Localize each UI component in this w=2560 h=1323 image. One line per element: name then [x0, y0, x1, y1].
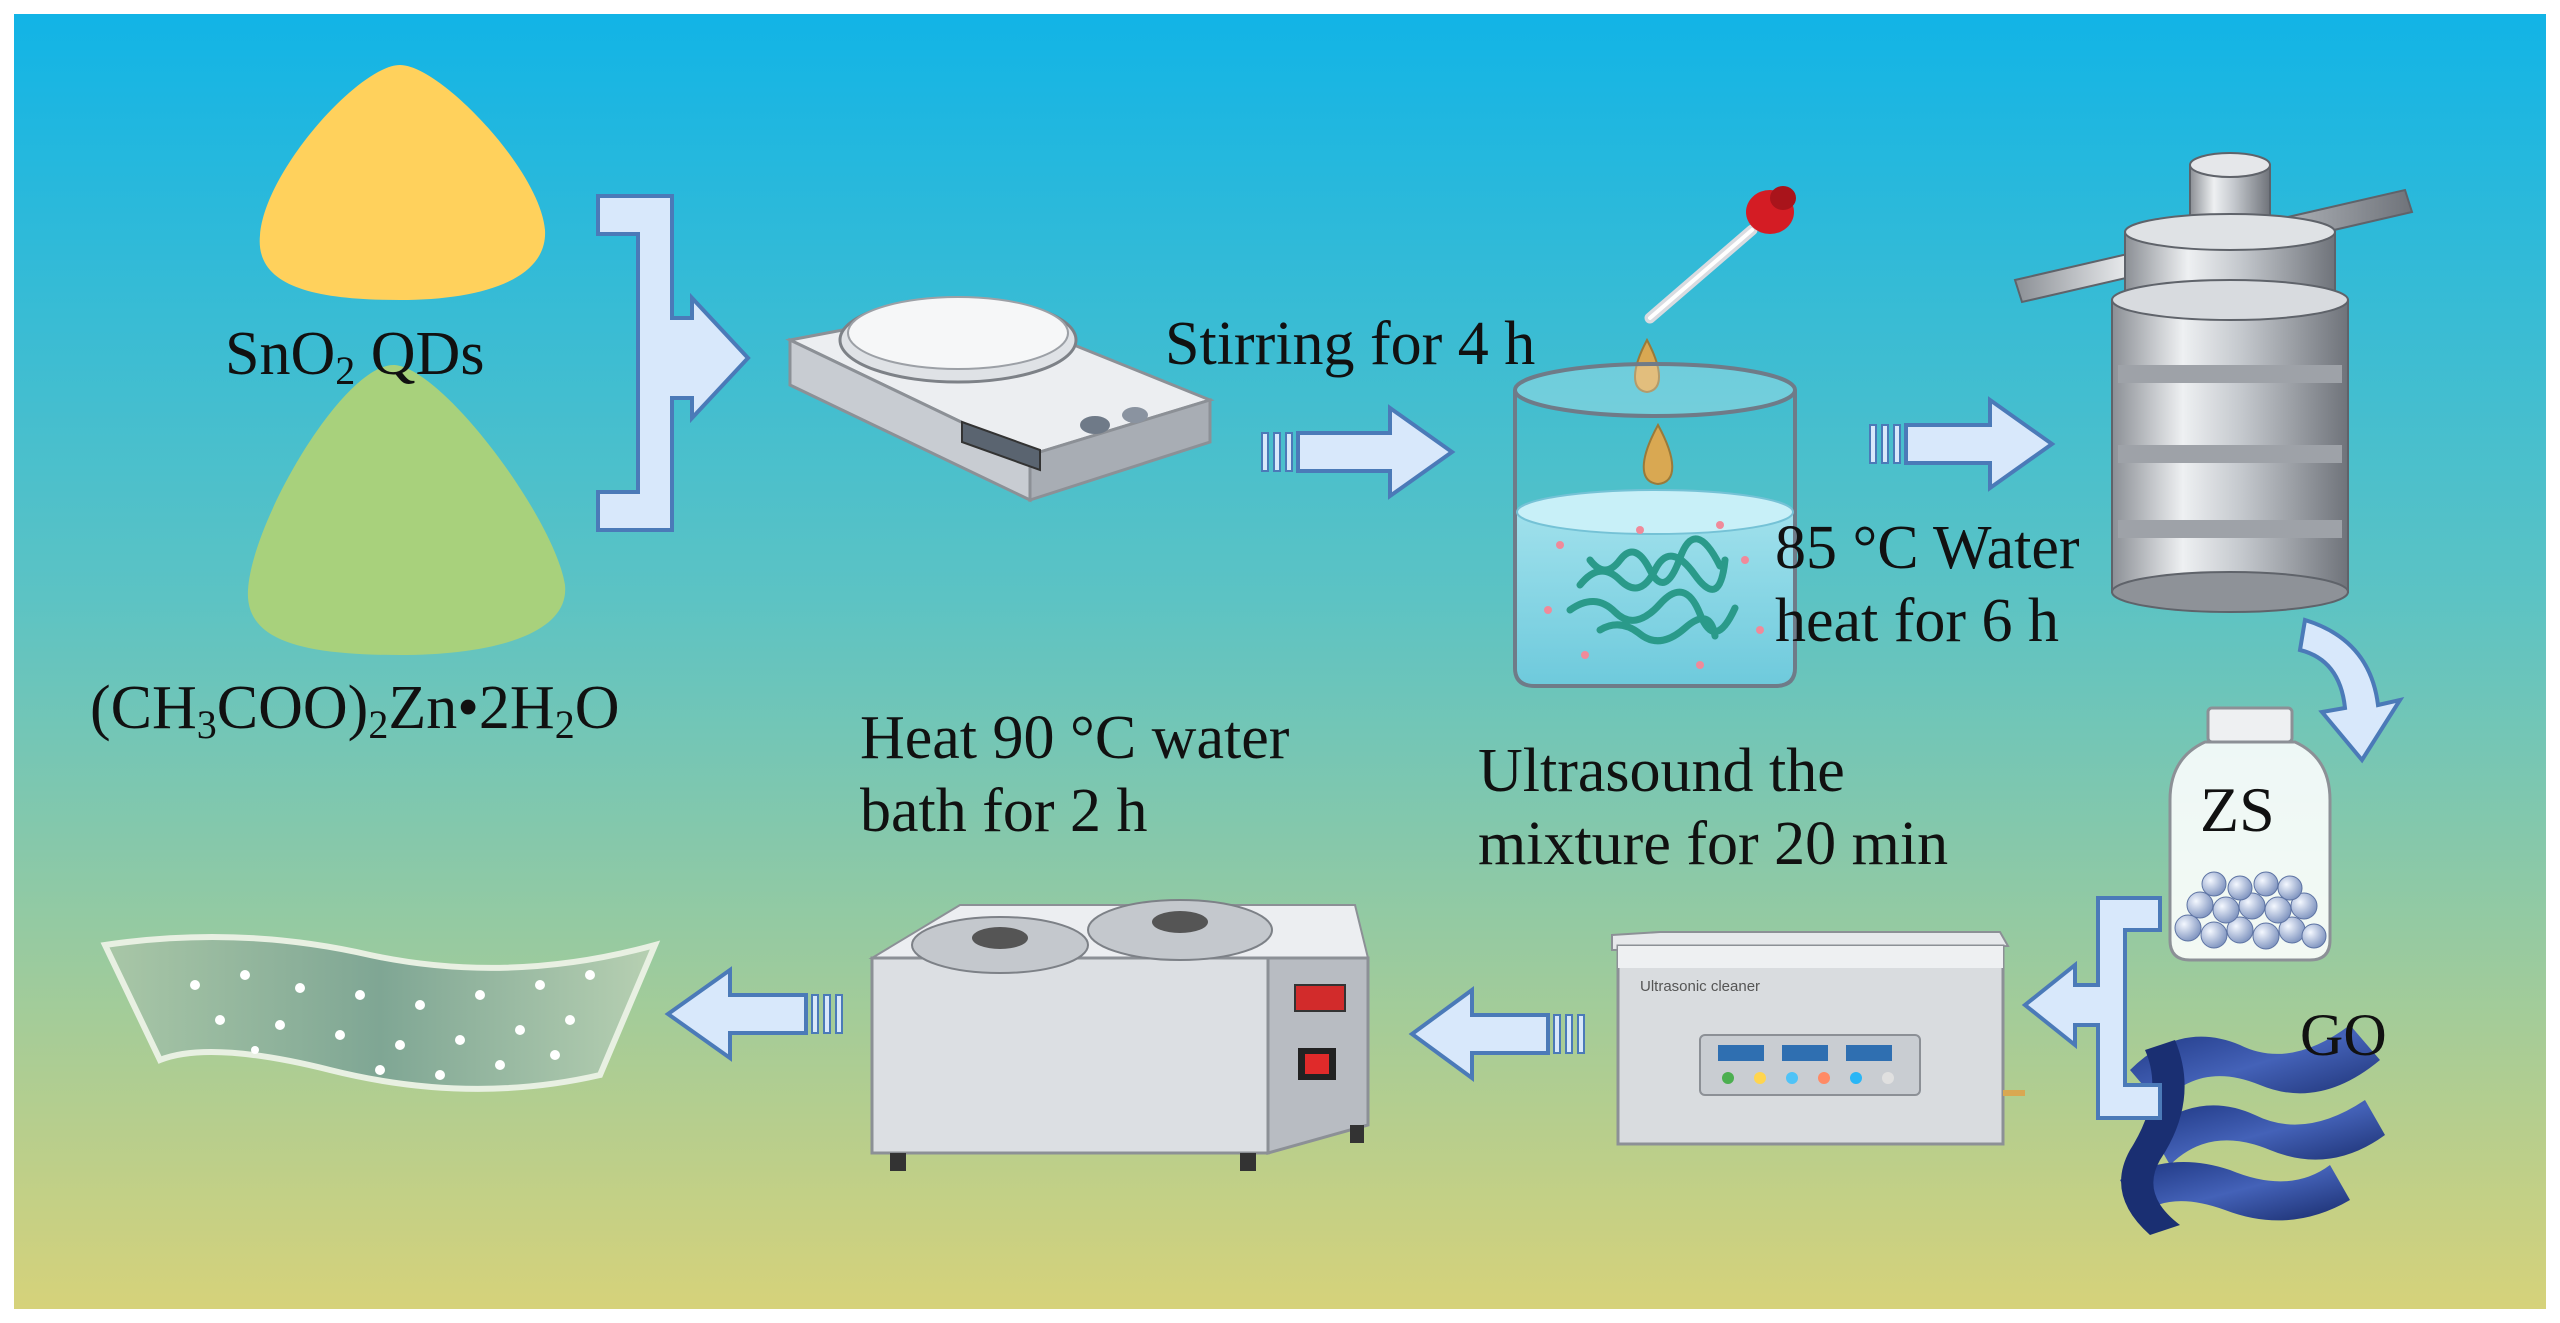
- combine-bracket-zs-go-icon: [2021, 896, 2162, 1120]
- sno2-powder-icon: [259, 65, 546, 300]
- ultrasound-step-label: Ultrasound the mixture for 20 min: [1478, 735, 1948, 881]
- water-bath-step-label: Heat 90 °C water bath for 2 h: [860, 702, 1289, 848]
- ultrasonic-cleaner-plate-label: Ultrasonic cleaner: [1640, 978, 1761, 995]
- arrow-beaker-to-autoclave-icon: [1869, 396, 2056, 492]
- arrow-cleaner-to-bath-icon: [1408, 986, 1585, 1082]
- composite-film-icon: [100, 934, 661, 1092]
- sno2-qds-label: SnO2 QDs: [225, 320, 485, 393]
- ultrasonic-cleaner-icon: [1611, 931, 2025, 1146]
- water-bath-line-1: Heat 90 °C water: [860, 704, 1290, 772]
- product-bottle-icon: [2168, 706, 2332, 962]
- hydrothermal-line-2: heat for 6 h: [1775, 587, 2060, 656]
- water-bath-line-2: bath for 2 h: [860, 777, 1148, 846]
- water-bath-icon: [868, 899, 1370, 1171]
- curved-arrow-down-icon: [2297, 617, 2405, 764]
- graphene-oxide-sheets-icon: [2120, 1025, 2385, 1235]
- zinc-acetate-label: (CH3COO)2Zn•2H2O: [90, 674, 620, 747]
- ultrasound-line-1: Ultrasound the: [1478, 737, 1845, 805]
- hydrothermal-line-1: 85 °C Water: [1775, 514, 2080, 582]
- go-label: GO: [2300, 1002, 2387, 1068]
- ultrasound-line-2: mixture for 20 min: [1478, 810, 1949, 879]
- arrow-bath-to-film-icon: [664, 966, 843, 1062]
- magnetic-stirrer-icon: [785, 296, 1215, 503]
- arrow-stir-to-beaker-icon: [1261, 404, 1456, 500]
- beaker-icon: [1513, 362, 1797, 688]
- stirring-step-label: Stirring for 4 h: [1165, 310, 1536, 378]
- combine-bracket-arrow-icon: [596, 194, 751, 532]
- pipette-icon: [1644, 186, 1796, 324]
- droplet-icon: [1642, 422, 1674, 486]
- hydrothermal-autoclave-icon: [2013, 152, 2414, 613]
- zs-bottle-label: ZS: [2200, 774, 2275, 845]
- zinc-acetate-powder-icon: [247, 364, 566, 655]
- hydrothermal-step-label: 85 °C Water heat for 6 h: [1775, 512, 2080, 658]
